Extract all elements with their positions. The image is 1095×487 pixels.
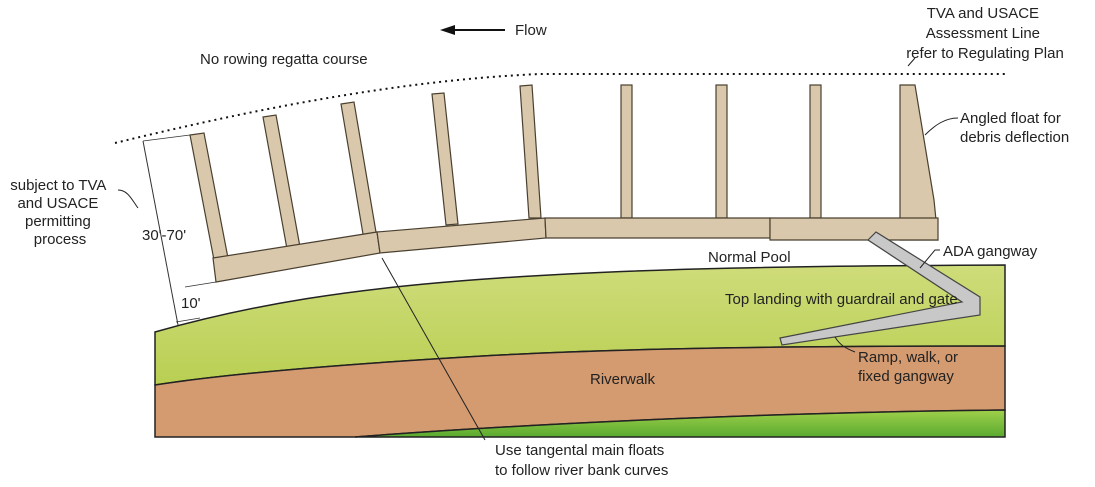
flow-label: Flow	[515, 22, 547, 39]
finger-float	[262, 114, 301, 250]
permitting-label: subject to TVA and USACE permitting proc…	[10, 177, 110, 248]
tangental-label: Use tangental main floats to follow rive…	[495, 442, 668, 479]
ada-gangway-label: ADA gangway	[943, 243, 1038, 260]
lower-grass	[354, 409, 1006, 438]
riverwalk-label: Riverwalk	[590, 371, 656, 388]
leader-line	[907, 57, 916, 67]
top-landing-label: Top landing with guardrail and gate	[725, 291, 958, 308]
finger-float	[519, 84, 542, 219]
ada-gangway	[779, 231, 981, 346]
finger-float	[809, 84, 822, 219]
main-float	[376, 217, 547, 254]
angled-float	[899, 84, 939, 241]
dimension-line	[184, 281, 217, 288]
leader-line	[117, 189, 139, 209]
finger-float	[620, 84, 633, 219]
normal-pool-label: Normal Pool	[708, 249, 791, 266]
ramp-label: Ramp, walk, or fixed gangway	[858, 349, 962, 385]
dimension-line	[142, 140, 179, 326]
assessment-line	[114, 73, 1005, 144]
assessment-line-label: TVA and USACE Assessment Line refer to R…	[906, 5, 1064, 62]
leader-line	[834, 336, 856, 353]
dimension-line	[175, 317, 201, 323]
finger-float	[715, 84, 728, 219]
no-rowing-label: No rowing regatta course	[200, 51, 368, 68]
main-float	[769, 217, 939, 241]
leader-line	[919, 249, 940, 269]
leader-line	[381, 257, 486, 441]
finger-float	[189, 132, 229, 261]
finger-float	[340, 101, 378, 241]
dimension-length-label: 30'-70'	[142, 227, 186, 244]
angled-float-label: Angled float for debris deflection	[960, 110, 1069, 146]
main-float	[544, 217, 771, 239]
dimension-line	[142, 134, 191, 142]
leader-line	[924, 117, 959, 136]
dimension-width-label: 10'	[181, 295, 201, 312]
flow-arrowhead-icon	[440, 25, 455, 35]
finger-float	[431, 92, 459, 226]
